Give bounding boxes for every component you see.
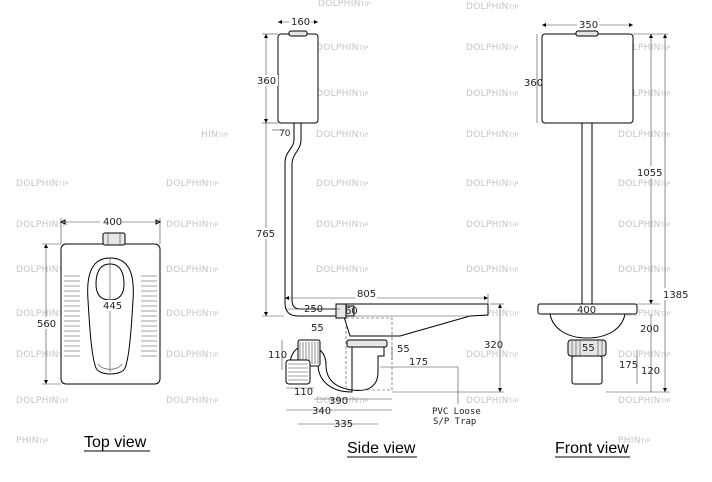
watermark: DOLPHINTIP bbox=[618, 265, 671, 275]
watermark: DOLPHINTIP bbox=[166, 179, 219, 189]
dim-front-trap-dia: 55 bbox=[582, 343, 595, 354]
watermark: DOLPHINTIP bbox=[166, 220, 219, 230]
front-view: 350 360 1055 1385 400 200 55 175 120 Fro… bbox=[524, 19, 688, 458]
front-bowl bbox=[549, 313, 626, 339]
watermark: DOLPHINTIP bbox=[316, 89, 369, 99]
side-view: 160 360 765 70 805 250 60 55 320 110 55 … bbox=[255, 16, 504, 458]
front-view-title: Front view bbox=[555, 440, 629, 457]
dim-side-trap-width: 110 bbox=[294, 387, 313, 398]
watermark: DOLPHINTIP bbox=[618, 350, 671, 360]
watermark: DOLPHINTIP bbox=[316, 130, 369, 140]
dim-bowl: 445 bbox=[103, 301, 122, 312]
front-tank bbox=[541, 33, 634, 124]
side-pan bbox=[339, 303, 489, 337]
dim-side-trap-depth: 55 bbox=[397, 344, 410, 355]
side-dashed-outline bbox=[345, 317, 393, 391]
watermark: DOLPHINTIP bbox=[16, 396, 69, 406]
watermark: DOLPHINTIP bbox=[166, 396, 219, 406]
watermark: DOLPHINTIP bbox=[618, 179, 671, 189]
dim-side-overall-length: 805 bbox=[357, 289, 376, 300]
watermark: DOLPHINTIP bbox=[466, 89, 519, 99]
watermark: DOLPHINTIP bbox=[466, 265, 519, 275]
watermark: DOLPHINTIP bbox=[618, 130, 671, 140]
watermark: DOLPHINTIP bbox=[166, 350, 219, 360]
dim-side-tank-width: 160 bbox=[291, 17, 310, 28]
watermark: DOLPHINTIP bbox=[466, 396, 519, 406]
dim-front-tank-height: 360 bbox=[524, 78, 543, 89]
bowl-outline bbox=[87, 257, 134, 375]
top-view: 400 560 445 Top view bbox=[36, 216, 162, 452]
dim-side-trap-drop: 175 bbox=[409, 357, 428, 368]
front-tank-button bbox=[575, 30, 599, 37]
trap-note-line1: PVC Loose bbox=[432, 407, 481, 417]
dim-front-tank-width: 350 bbox=[579, 20, 598, 31]
dim-front-pan-width: 400 bbox=[577, 305, 596, 316]
watermark: DOLPHINTIP bbox=[316, 265, 369, 275]
dim-side-trap-total: 335 bbox=[334, 419, 353, 430]
watermark: DOLPHINTIP bbox=[466, 220, 519, 230]
dim-side-inlet-dia: 60 bbox=[345, 306, 358, 317]
dim-front-trap-drop: 175 bbox=[619, 360, 638, 371]
front-trap-outlet bbox=[571, 355, 603, 385]
side-trap bbox=[285, 339, 388, 393]
dim-side-pipe-offset: 70 bbox=[279, 129, 291, 139]
dim-top-length: 560 bbox=[37, 319, 56, 330]
dim-top-width: 400 bbox=[103, 217, 122, 228]
side-flush-pipe bbox=[284, 123, 340, 317]
side-tank-button bbox=[288, 30, 308, 37]
watermark: DOLPHINTIP bbox=[316, 179, 369, 189]
watermark: DOLPHINTIP bbox=[466, 2, 519, 12]
dim-side-trap-height: 110 bbox=[268, 350, 287, 361]
watermark: DOLPHINTIP bbox=[316, 396, 369, 406]
side-tank bbox=[277, 33, 319, 124]
watermark: DOLPHINTIP bbox=[316, 43, 369, 53]
side-view-title: Side view bbox=[347, 440, 416, 457]
dim-side-tank-height: 360 bbox=[257, 76, 276, 87]
watermark: HINTIP bbox=[201, 130, 228, 140]
watermark: DOLPHINTIP bbox=[16, 220, 69, 230]
watermark: DOLPHINTIP bbox=[466, 130, 519, 140]
pan-outline bbox=[60, 243, 161, 385]
trap-note-line2: S/P Trap bbox=[433, 417, 476, 427]
dim-side-trap-outlet: 340 bbox=[312, 406, 331, 417]
dim-front-overall-height: 1385 bbox=[663, 290, 688, 301]
dim-front-pan-height: 200 bbox=[640, 324, 659, 335]
dim-side-pipe-height: 765 bbox=[256, 229, 275, 240]
watermark: PHINTIP bbox=[16, 436, 49, 446]
watermark: DOLPHINTIP bbox=[466, 350, 519, 360]
dim-front-trap-base: 120 bbox=[641, 366, 660, 377]
watermark: DOLPHINTIP bbox=[466, 43, 519, 53]
watermark: DOLPHINTIP bbox=[316, 220, 369, 230]
dim-side-trap-inlet: 250 bbox=[304, 304, 323, 315]
top-view-title: Top view bbox=[84, 434, 147, 451]
inlet-connector bbox=[102, 232, 126, 246]
watermark: DOLPHINTIP bbox=[466, 179, 519, 189]
dim-front-pipe-height: 1055 bbox=[637, 168, 662, 179]
dim-side-trap-span: 390 bbox=[329, 396, 348, 407]
watermark: PHINTIP bbox=[618, 436, 651, 446]
tread-left bbox=[64, 275, 80, 357]
tread-right bbox=[141, 275, 157, 357]
dim-side-inlet-rise: 55 bbox=[311, 323, 324, 334]
watermark: DOLPHINTIP bbox=[166, 309, 219, 319]
watermark: DOLPHINTIP bbox=[166, 265, 219, 275]
dim-side-pan-height: 320 bbox=[484, 340, 503, 351]
watermark: DOLPHINTIP bbox=[618, 220, 671, 230]
watermark: DOLPHINTIP bbox=[618, 396, 671, 406]
watermark: DOLPHINTIP bbox=[16, 179, 69, 189]
watermark: DOLPHINTIP bbox=[318, 0, 371, 9]
